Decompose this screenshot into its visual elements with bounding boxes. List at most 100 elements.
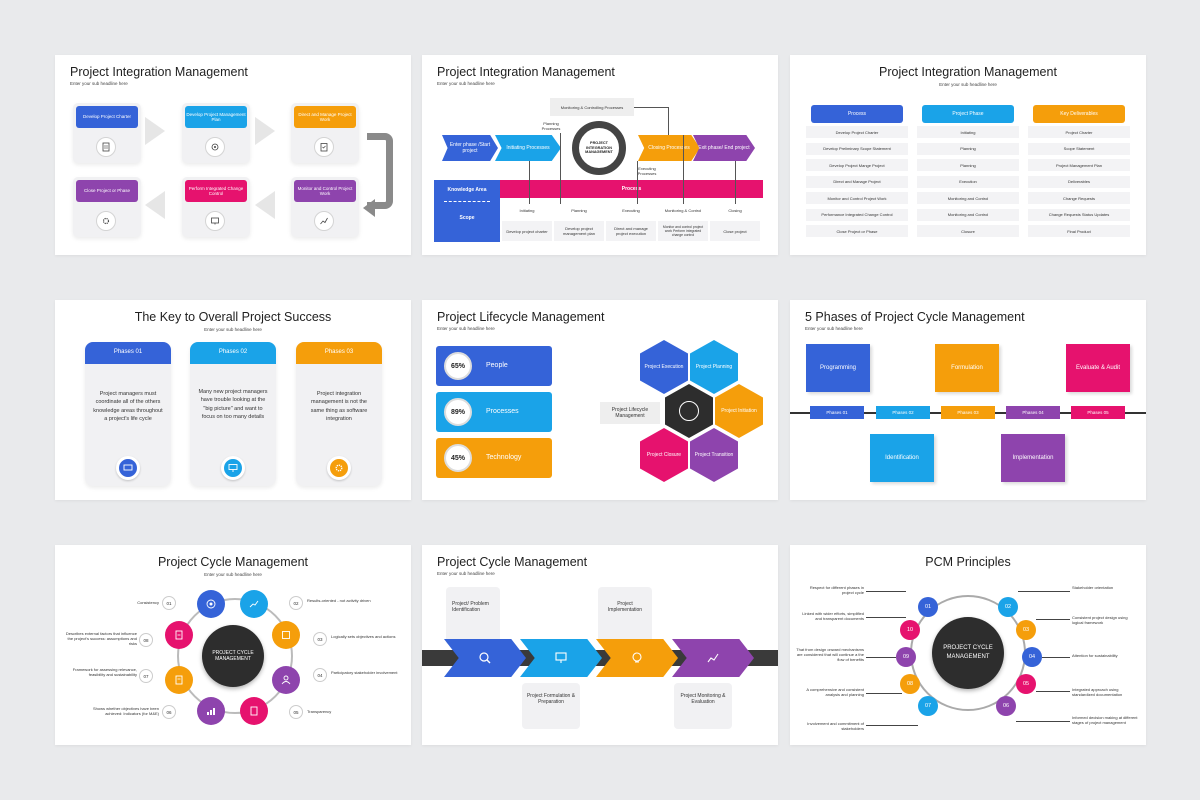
item-number: 06 — [162, 705, 176, 719]
wheel-ring — [177, 598, 293, 714]
connector-line — [866, 591, 906, 592]
principle-number: 08 — [900, 674, 920, 694]
planning-processes-label: Planning Processes — [541, 121, 561, 131]
hex-initiation: Project Initiation — [715, 384, 763, 438]
slide-5-phases[interactable]: 5 Phases of Project Cycle Management Ent… — [790, 300, 1146, 500]
table-cell: Project Management Plan — [1028, 159, 1130, 171]
timeline-phase: Phases 04 — [1006, 406, 1060, 419]
phase-col-header: Planning — [554, 204, 604, 216]
monitor-icon — [205, 211, 225, 231]
item-number: 07 — [139, 669, 153, 683]
stage-card: Project Formulation & Preparation — [522, 683, 580, 729]
table-cell: Monitor and Control Project Work — [806, 192, 908, 204]
arrow-right-icon — [255, 117, 275, 145]
timeline-phase: Phases 01 — [810, 406, 864, 419]
phase-col-header: Executing — [606, 204, 656, 216]
timeline-phase: Phases 05 — [1071, 406, 1125, 419]
process-bar: Process — [500, 180, 763, 198]
arrow-left-icon — [145, 191, 165, 219]
clipboard-icon — [314, 137, 334, 157]
slide-subtitle: Enter your sub headline here — [70, 81, 128, 86]
center-label: PROJECT INTEGRATION MANAGEMENT — [585, 141, 613, 155]
phase-header: Phases 03 — [296, 342, 382, 364]
slide-cycle-wheel[interactable]: Project Cycle Management Enter your sub … — [55, 545, 411, 745]
document-icon — [96, 137, 116, 157]
hex-transition: Project Transition — [690, 428, 738, 482]
center-label: PROJECT CYCLE MANAGEMENT — [943, 645, 993, 660]
metric-label: People — [486, 362, 508, 369]
stage-card: Project Implementation — [598, 587, 652, 645]
table-cell: Planning — [917, 142, 1019, 155]
item-label: Transparency — [307, 709, 332, 714]
table-header: Process — [811, 105, 903, 123]
slide-cycle-chevrons[interactable]: Project Cycle Management Enter your sub … — [422, 545, 778, 745]
table-cell: Develop Project Mange Project — [806, 159, 908, 171]
item-number: 02 — [289, 596, 303, 610]
phase-text: Project managers must coordinate all of … — [93, 391, 163, 422]
presentation-icon — [221, 456, 245, 480]
center-label: PROJECT CYCLE MANAGEMENT — [212, 649, 254, 663]
phase-note-label: Implementation — [1012, 455, 1054, 461]
slide-integration-table[interactable]: Project Integration Management Enter you… — [790, 55, 1146, 255]
stage-card: Project Monitoring & Evaluation — [674, 683, 732, 729]
slide-key-success[interactable]: The Key to Overall Project Success Enter… — [55, 300, 411, 500]
table-cell: Planning — [917, 159, 1019, 171]
target-icon — [197, 590, 225, 618]
connector-line — [866, 725, 918, 726]
slide-subtitle: Enter your sub headline here — [437, 81, 495, 86]
monitoring-box: Monitoring & Controlling Processes — [550, 98, 634, 116]
principle-label: Attention for sustainability — [1072, 653, 1118, 658]
item-label: Logically sets objectives and actions — [331, 634, 396, 639]
loop-arrow — [367, 133, 393, 209]
team-icon — [679, 401, 699, 421]
flow-box-label: Direct and Manage Project Work — [294, 106, 356, 128]
item-number: 03 — [313, 632, 327, 646]
hex-execution: Project Execution — [640, 340, 688, 394]
slide-title: Project Integration Management — [70, 65, 248, 79]
item-label: Shows whether objectives have been achie… — [92, 706, 159, 716]
slide-title: PCM Principles — [925, 555, 1011, 569]
slide-integration-flow[interactable]: Project Integration Management Enter you… — [55, 55, 411, 255]
table-cell: Execution — [917, 175, 1019, 188]
chevron-step: Closing Processes — [638, 135, 700, 161]
slide-subtitle: Enter your sub headline here — [204, 572, 262, 577]
connector-line — [560, 133, 561, 204]
slide-lifecycle[interactable]: Project Lifecycle Management Enter your … — [422, 300, 778, 500]
item-label: Consistency — [137, 600, 159, 605]
principle-number: 06 — [996, 696, 1016, 716]
hex-closure: Project Closure — [640, 428, 688, 482]
table-header: Key Deliverables — [1033, 105, 1125, 123]
center-hub: PROJECT CYCLE MANAGEMENT — [932, 617, 1004, 689]
slide-subtitle: Enter your sub headline here — [437, 326, 495, 331]
slide-pcm-principles[interactable]: PCM Principles PROJECT CYCLE MANAGEMENT … — [790, 545, 1146, 745]
connector-line — [866, 693, 902, 694]
executing-processes-label: Executing Processes — [637, 166, 657, 176]
chart-icon — [240, 590, 268, 618]
connector-line — [735, 161, 736, 204]
phase-note: Identification — [870, 434, 934, 482]
connector-line — [637, 161, 638, 204]
slide-title: Project Integration Management — [879, 65, 1057, 79]
process-cell: Develop project charter — [502, 221, 552, 241]
metric-percent: 45% — [444, 444, 472, 472]
item-number: 04 — [313, 668, 327, 682]
slide-integration-process[interactable]: Project Integration Management Enter you… — [422, 55, 778, 255]
phase-text: Project integration management is not th… — [310, 391, 368, 422]
item-label: Describes external factors that influenc… — [65, 631, 137, 646]
phase-note: Formulation — [935, 344, 999, 392]
gear-icon — [96, 211, 116, 231]
connector-line — [1036, 619, 1070, 620]
monitor-icon — [116, 456, 140, 480]
slide-title: 5 Phases of Project Cycle Management — [805, 310, 1025, 324]
item-number: 05 — [289, 705, 303, 719]
knowledge-area-label: Knowledge Area — [447, 187, 487, 193]
puzzle-icon — [272, 621, 300, 649]
table-cell: Scope Statement — [1028, 142, 1130, 155]
principle-number: 01 — [918, 597, 938, 617]
process-cell: Direct and manage project execution — [606, 221, 656, 241]
connector-line — [668, 107, 669, 135]
phase-col-header: Initiating — [502, 204, 552, 216]
principle-label: Informed decision making at different st… — [1072, 715, 1138, 725]
flow-box-label: Develop Project Charter — [76, 106, 138, 128]
center-label: Project Lifecycle Management — [600, 402, 660, 424]
